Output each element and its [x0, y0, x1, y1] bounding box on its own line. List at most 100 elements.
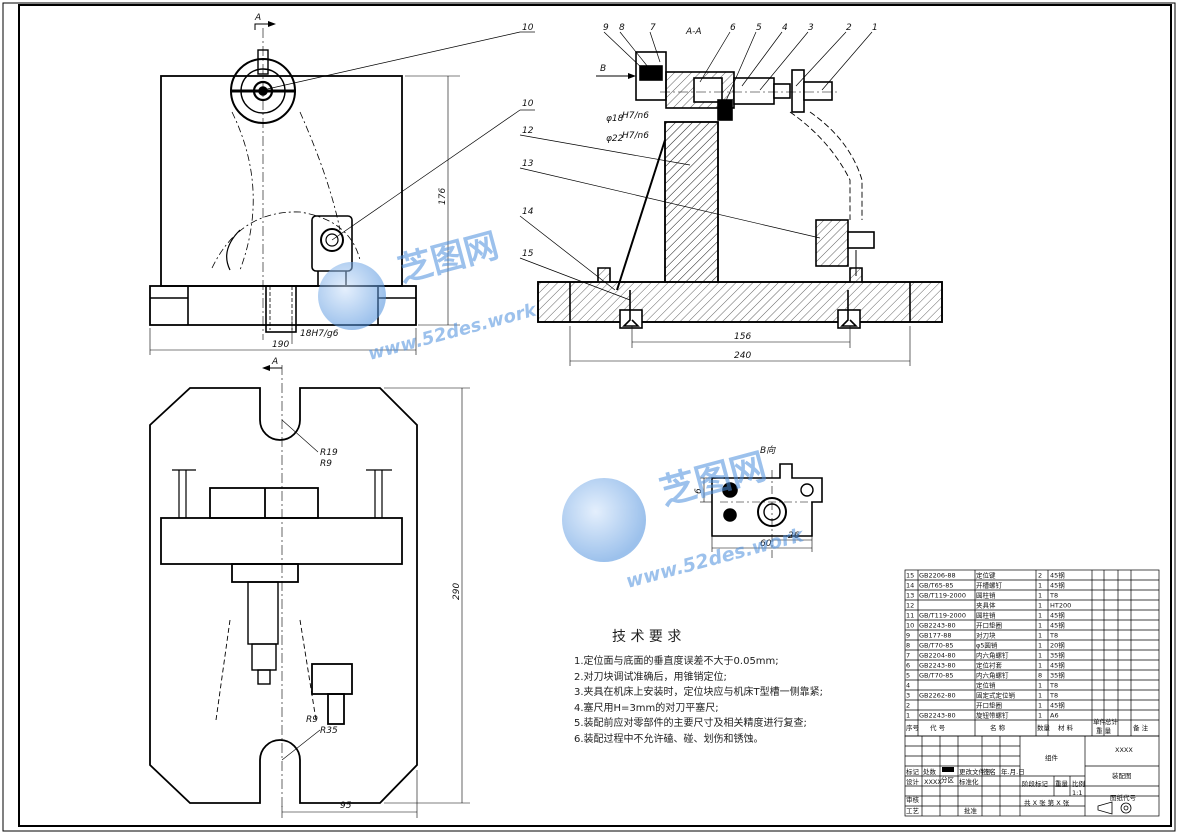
bom-cell-name: 圆柱销	[976, 591, 996, 600]
bom-cell-name: 开口垫圈	[976, 621, 1002, 630]
svg-text:www.52des.work: www.52des.work	[366, 299, 540, 364]
view-b-dimensions	[700, 477, 813, 552]
bom-header: 序号 代 号 名 称 数量 材 料 单件 总计 重 量 备 注	[906, 717, 1149, 735]
bom-cell-mat: 35钢	[1050, 672, 1065, 680]
bom-cell-mat: 35钢	[1050, 652, 1065, 660]
bom-cell-code: GB2243-80	[919, 662, 956, 670]
bom-cell-name: 内六角螺钉	[976, 671, 1009, 680]
bom-cell-code: GB177-88	[919, 632, 952, 640]
bom-cell-qty: 1	[1038, 642, 1042, 650]
fit-22: φ22	[606, 134, 624, 144]
balloon-leaders	[262, 31, 873, 301]
bom-cell-code: GB/T65-85	[919, 582, 954, 590]
svg-text:批准: 批准	[964, 806, 978, 815]
section-aa-title: A-A	[685, 27, 702, 37]
svg-text:3: 3	[808, 23, 814, 33]
section-dimensions	[569, 326, 911, 366]
svg-text:代 号: 代 号	[930, 723, 946, 732]
section-span-dim: 156	[734, 332, 751, 342]
bom-cell-code: GB2262-80	[919, 692, 956, 700]
tech-title: 技 术 要 求	[612, 629, 681, 645]
svg-text:比例: 比例	[1072, 779, 1085, 788]
fit-18-tol: H7/n6	[622, 111, 649, 121]
svg-text:单件: 单件	[1093, 717, 1107, 726]
section-view-aa	[537, 51, 943, 329]
bom-cell-no: 2	[906, 702, 910, 710]
r19-dim: R19	[320, 448, 338, 458]
bom-cell-qty: 1	[1038, 582, 1042, 590]
projection-symbol	[1097, 801, 1132, 815]
title-block-text: 组件 XXXX 装配图 图纸代号 阶段标记 重量 比例 1:1 共 X 张 第 …	[906, 746, 1137, 815]
svg-text:标记: 标记	[906, 767, 920, 776]
svg-text:13: 13	[522, 159, 534, 169]
view-b-title: B向	[760, 445, 776, 456]
bom-cell-no: 14	[906, 582, 914, 590]
bom-cell-code: GB2206-88	[919, 572, 956, 580]
bom-cell-name: 定位衬套	[976, 661, 1003, 670]
bom-cell-mat: T8	[1049, 632, 1058, 640]
svg-text:12: 12	[522, 126, 534, 136]
section-width-dim: 240	[734, 351, 751, 361]
svg-text:14: 14	[522, 207, 534, 217]
svg-text:更改文件号: 更改文件号	[959, 767, 992, 776]
front-fit-dim: 18H7/g6	[300, 329, 339, 339]
bom-cell-mat: 20钢	[1050, 642, 1065, 650]
svg-text:9: 9	[603, 23, 609, 33]
bom-cell-code: GB/T70-85	[919, 642, 954, 650]
svg-text:6.装配过程中不允许磕、碰、划伤和锈蚀。: 6.装配过程中不允许磕、碰、划伤和锈蚀。	[574, 732, 764, 745]
svg-text:阶段标记: 阶段标记	[1022, 779, 1049, 788]
bom-cell-mat: 45钢	[1050, 582, 1065, 590]
svg-text:7: 7	[650, 23, 656, 33]
top-height-dim: 290	[452, 583, 462, 600]
bom-cell-no: 12	[906, 602, 914, 610]
top-dimensions	[281, 387, 470, 818]
svg-text:备 注: 备 注	[1133, 723, 1149, 732]
bom-cell-qty: 8	[1038, 672, 1042, 680]
svg-text:重量: 重量	[1055, 780, 1069, 788]
svg-text:组件: 组件	[1045, 753, 1059, 762]
svg-text:XXXX: XXXX	[924, 778, 942, 786]
svg-text:处数: 处数	[923, 767, 937, 776]
bom-cell-name: φ5圆销	[976, 641, 998, 650]
svg-text:装配图: 装配图	[1112, 771, 1132, 780]
svg-text:签名: 签名	[983, 767, 996, 776]
bom-cell-qty: 1	[1038, 682, 1042, 690]
svg-text:芝图网: 芝图网	[656, 446, 771, 514]
bom-cell-no: 5	[906, 672, 910, 680]
bom-cell-qty: 1	[1038, 622, 1042, 630]
bom-cell-code: GB/T119-2000	[919, 612, 966, 620]
bom-cell-name: 内六角螺钉	[976, 651, 1009, 660]
bom-cell-no: 7	[906, 652, 910, 660]
bom-cell-mat: 45钢	[1050, 572, 1065, 580]
bom-cell-no: 3	[906, 692, 910, 700]
svg-text:10: 10	[522, 23, 534, 33]
view-b	[711, 463, 823, 560]
bom-cell-qty: 2	[1038, 572, 1042, 580]
section-mark-a-top: A	[254, 13, 261, 23]
top-width-dim: 95	[340, 801, 352, 811]
svg-text:5: 5	[756, 23, 762, 33]
b-height-dim: 6	[694, 488, 704, 494]
bom-cell-qty: 1	[1038, 662, 1042, 670]
bom-cell-name: 对刀块	[976, 631, 996, 640]
bom-cell-no: 9	[906, 632, 910, 640]
svg-text:8: 8	[619, 23, 625, 33]
svg-text:4.塞尺用H=3mm的对刀平塞尺;: 4.塞尺用H=3mm的对刀平塞尺;	[574, 701, 719, 714]
svg-text:共 X 张 第 X 张: 共 X 张 第 X 张	[1024, 798, 1070, 807]
svg-text:2.对刀块调试准确后，用锥销定位;: 2.对刀块调试准确后，用锥销定位;	[574, 670, 727, 683]
bom-cell-qty: 1	[1038, 712, 1042, 720]
bom-cell-name: 定位销	[976, 681, 996, 690]
bom-cell-name: 定位键	[976, 571, 996, 580]
svg-text:2: 2	[846, 23, 852, 33]
bom-cell-qty: 1	[1038, 612, 1042, 620]
svg-text:4: 4	[782, 23, 788, 33]
tech-items: 1.定位面与底面的垂直度误差不大于0.05mm; 2.对刀块调试准确后，用锥销定…	[574, 654, 823, 745]
svg-text:5.装配前应对零部件的主要尺寸及相关精度进行复查;: 5.装配前应对零部件的主要尺寸及相关精度进行复查;	[574, 716, 807, 729]
bom-cell-mat: 45钢	[1050, 612, 1065, 620]
svg-text:10: 10	[522, 99, 534, 109]
fit-22-tol: H7/n6	[622, 131, 649, 141]
bom-cell-mat: HT200	[1050, 602, 1071, 610]
r9b-dim: R9	[306, 715, 318, 725]
